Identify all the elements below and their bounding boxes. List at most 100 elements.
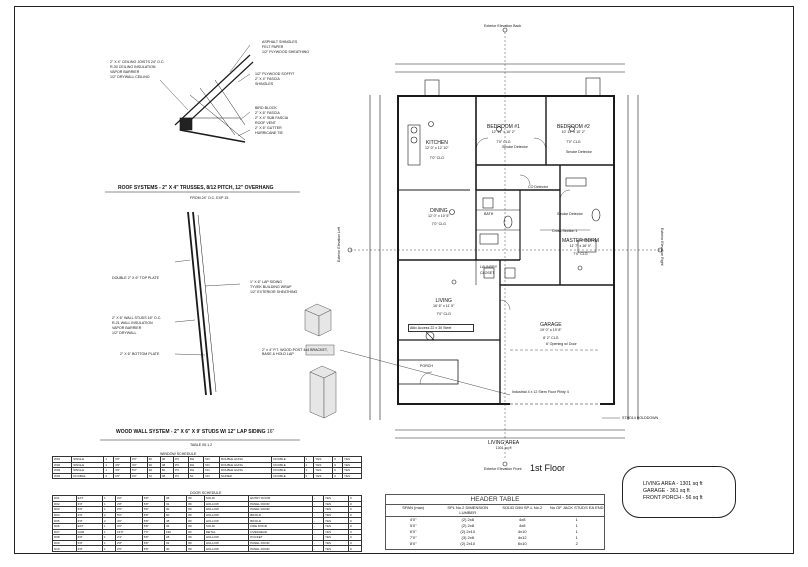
table-cell: HOLLOW [203, 545, 250, 552]
table-cell: - [311, 495, 324, 502]
room-dims: 11' 7" x 16' 0" [569, 244, 592, 248]
table-cell: HOLLOW [203, 500, 250, 508]
living-area-value: 1301 sq ft [495, 446, 512, 450]
table-cell: 6'0" [409, 529, 417, 534]
note: 2" X 6" WALL STUDS 16" O.C. [112, 316, 162, 320]
table-cell: 72 [146, 472, 161, 480]
area-summary-box: LIVING AREA - 1301 sq ft GARAGE - 361 sq… [622, 466, 736, 518]
room-ceiling: 7'0" CLG [429, 156, 445, 160]
table-cell: DOUBLE [271, 456, 305, 463]
note: HURRICANE TIE [255, 131, 283, 135]
room-ceiling: 8' 2" CLG [543, 336, 559, 340]
room-dining: DINING 12' 0" x 10' 5" 7'0" CLG [428, 208, 450, 226]
window-schedule-title: WINDOW SCHEDULE [160, 452, 197, 456]
note: BIRD BLOCK [255, 106, 277, 110]
table-cell: YES [341, 472, 363, 480]
elevation-left-label: Exterior Elevation Left [337, 226, 341, 262]
garage-note: Industrial 4 x 12 Stem Floor Plinty 4 [512, 390, 569, 394]
room-dims: 12' 11" x 10' 2" [491, 130, 516, 134]
note: 1/2" DRYWALL [112, 331, 137, 335]
table-cell: (2) 2x8 [461, 517, 474, 522]
column-header: SOLID DIM SP-L No.2 [502, 505, 543, 510]
table-cell: YES [313, 461, 334, 469]
living-area-callout: LIVING AREA 1301 sq ft [488, 440, 519, 450]
table-cell: 2'6" [115, 545, 143, 552]
note: ROOF VENT [255, 121, 276, 125]
note: R-30 CEILING INSULATION [110, 65, 156, 69]
room-dims: 12' 0" x 10' 5" [428, 214, 450, 218]
note: 2" X 6" GUTTER [255, 126, 282, 130]
wall-note: DOUBLE 2" X 6" TOP PLATE [112, 276, 160, 280]
table-cell: D10 [52, 545, 77, 552]
table-cell: - [311, 500, 324, 508]
note: 1/2" PLYWOOD SOFFIT [255, 72, 295, 76]
wall-title-suffix: 16" [266, 429, 275, 435]
table-cell: NO [203, 472, 220, 480]
wall-note: 2" X 6" BOTTOM PLATE [120, 352, 160, 356]
roof-notes-right: 1/2" PLYWOOD SOFFIT 2" X 4" FASCIA SHING… [255, 72, 294, 87]
header-table: HEADER TABLE SPAN (max) SPL No.2 DIMENSI… [385, 494, 605, 550]
table-cell: 6'8" [141, 545, 165, 552]
living-area-label: LIVING AREA [488, 440, 520, 446]
wall-notes-right: 1" X 6" LAP SIDING TYVEK BUILDING WRAP 1… [250, 280, 297, 295]
table-cell: EXT [75, 495, 104, 502]
area-row: LIVING AREA - 1301 sq ft [643, 481, 703, 487]
room-name: KITCHEN [425, 140, 448, 146]
hold-down-note: STHD14 HOLDDOWN [622, 416, 659, 420]
table-cell: 30 [163, 506, 188, 513]
roof-section-title: ROOF SYSTEMS - 2" X 4" TRUSSES, 8/12 PIT… [118, 185, 274, 191]
room-dims: 10' 11" x 10' 2" [561, 130, 586, 134]
table-cell: INT [75, 545, 104, 552]
note: 2" X 4" SUB FASCIA [255, 116, 289, 120]
table-cell: - [311, 545, 324, 552]
garage-door-note: 6' Opening w/ Door [546, 342, 577, 346]
table-cell: 1 [102, 495, 116, 502]
table-cell: 32 [163, 500, 188, 508]
table-cell: INT [75, 506, 104, 513]
table-cell: DOUBLE HUNG [218, 467, 273, 474]
note: VAPOR BARRIER [112, 326, 142, 330]
table-cell: 2 [303, 472, 315, 480]
roof-notes-bottom: BIRD BLOCK 2" X 6" FASCIA 2" X 4" SUB FA… [255, 106, 288, 136]
room-name: LIVING [435, 298, 452, 304]
table-cell: 30 [163, 545, 188, 552]
room-garage: GARAGE 19' 0" x 19' 8" 8' 2" CLG [540, 322, 562, 340]
area-value: 361 sq ft [669, 488, 690, 494]
table-cell: W03 [51, 467, 73, 474]
room-ceiling: 7'0" CLG [431, 222, 447, 226]
table-cell: 6x10 [517, 541, 527, 546]
room-kitchen: KITCHEN 12' 0" x 12' 10" 7'0" CLG [425, 140, 449, 160]
table-cell: YES [313, 467, 334, 474]
roof-section-sub: FROM 24" O.C. EXP 15 [190, 196, 229, 200]
note: ASPHALT SHINGLES [262, 40, 298, 44]
table-cell: (2) 2x10 [460, 541, 476, 546]
room-porch: PORCH [420, 364, 433, 368]
smoke-detector-label: Smoke Detector [557, 212, 583, 216]
table-cell: W04 [51, 472, 73, 480]
header-table-title: HEADER TABLE [386, 495, 604, 505]
table-cell: YES [313, 472, 334, 480]
room-ceiling: 7'0" CLG [573, 252, 588, 256]
laundry-label: LAUNDRY [480, 265, 498, 269]
note: 2" X 4" FASCIA [255, 77, 280, 81]
table-cell: 8'0" [409, 541, 417, 546]
table-cell: W02 [51, 461, 73, 469]
table-cell: 0 [347, 495, 363, 502]
note: 1" X 6" LAP SIDING [250, 280, 283, 284]
table-cell: 40 [159, 456, 175, 463]
room-dims: 19' 0" x 19' 8" [540, 328, 562, 332]
table-cell: 0 [347, 500, 363, 508]
table-cell: 1 [575, 523, 578, 528]
room-bedroom-1: BEDROOM #1 12' 11" x 10' 2" 7'0" CLG [487, 124, 520, 144]
elevation-front-label: Exterior Elevation Front [484, 467, 522, 471]
table-cell: 0 [332, 472, 343, 480]
table-cell: 1 [102, 506, 116, 513]
table-cell: PV [173, 472, 189, 480]
note: TYVEK BUILDING WRAP [250, 285, 292, 289]
